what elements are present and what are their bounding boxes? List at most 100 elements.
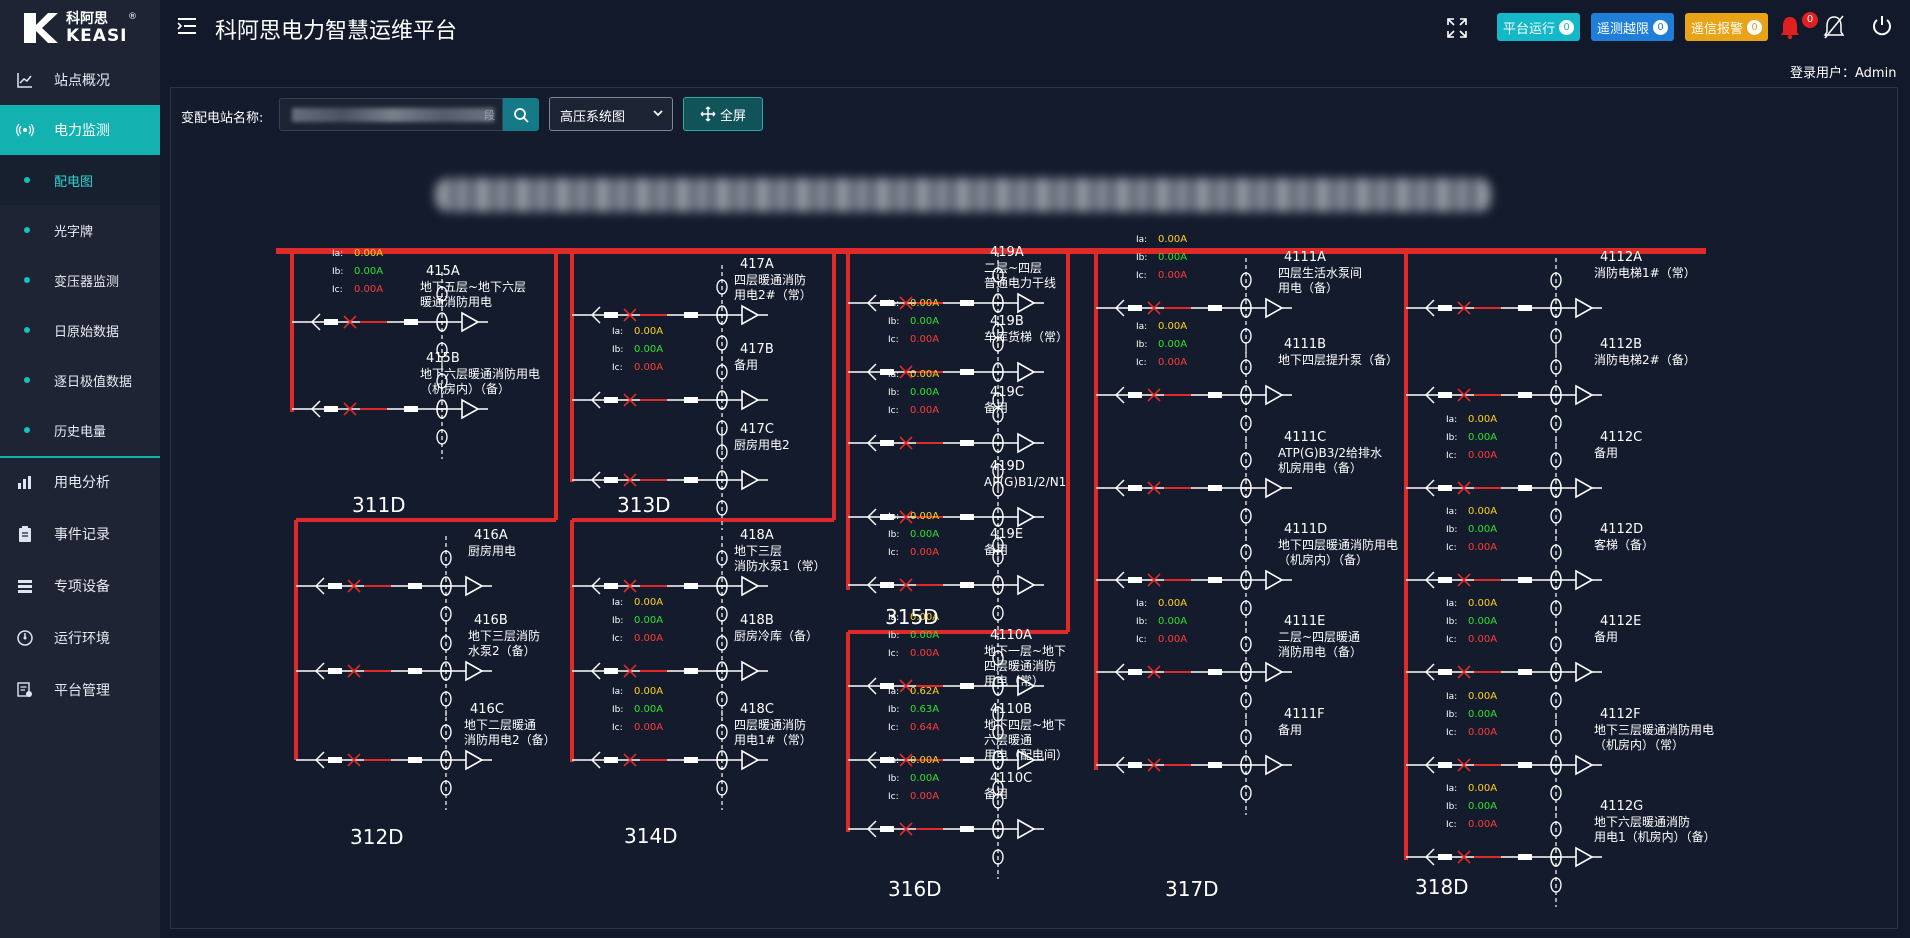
nav-item-runtime-environment[interactable]: 运行环境 (0, 613, 160, 663)
phase-c-label: Ic: (1446, 635, 1457, 645)
breaker-icon (899, 436, 913, 450)
current-transformer-icon (1240, 692, 1252, 708)
nav-item-usage-analysis[interactable]: 用电分析 (0, 457, 160, 507)
current-transformer-icon (1550, 785, 1562, 801)
section-name-label: 313D (617, 493, 671, 517)
load-triangle-icon (1017, 361, 1036, 383)
section-name-label: 312D (350, 825, 404, 849)
feeder-description: 车库货梯（常） (984, 329, 1068, 344)
nav-item-special-equipment[interactable]: 专项设备 (0, 561, 160, 611)
phase-b-current: 0.00A (634, 615, 663, 626)
cable-connector-icon (1114, 299, 1125, 317)
nav-item-label: 电力监测 (54, 123, 110, 139)
breaker-icon (1457, 850, 1471, 864)
alarm-bell-icon[interactable] (1778, 14, 1802, 40)
feeder-code: 4111C (1284, 430, 1326, 445)
sub-item-history-energy[interactable]: 历史电量 (0, 405, 160, 455)
current-transformer-icon (436, 373, 448, 389)
phase-c-label: Ic: (612, 723, 623, 733)
breaker-icon (1147, 665, 1161, 679)
feeder-description: 用电2#（常） (734, 288, 812, 302)
plug-icon (408, 757, 422, 763)
phase-c-label: Ic: (1136, 271, 1147, 281)
sub-item-transformer-monitoring[interactable]: 变压器监测 (0, 255, 160, 305)
plug-icon (960, 440, 974, 446)
app-title: 科阿思电力智慧运维平台 (215, 19, 458, 44)
feeder-code: 416C (470, 702, 504, 717)
feeder-code: 419D (990, 459, 1025, 474)
phase-b-current: 0.00A (910, 387, 939, 398)
logo-cn-text: 科阿思 (66, 10, 108, 27)
feeder-code: 4111E (1284, 614, 1325, 629)
cable-connector-icon (1114, 386, 1125, 404)
phase-b-label: Ib: (332, 267, 343, 277)
mute-bell-icon[interactable] (1822, 14, 1846, 40)
badge-count: 0 (1747, 19, 1763, 35)
search-button[interactable] (503, 98, 539, 131)
load-triangle-icon (1575, 661, 1594, 683)
phase-a-current: 0.00A (910, 612, 939, 623)
feeder-code: 4112F (1600, 707, 1641, 722)
feeder-code: 4111B (1284, 337, 1326, 352)
breaker-icon (899, 365, 913, 379)
plug-icon (1438, 762, 1452, 768)
phase-b-current: 0.00A (1468, 524, 1497, 535)
feeder-code: 419B (990, 314, 1024, 329)
fullscreen-icon[interactable] (1446, 17, 1468, 39)
phase-b-label: Ib: (612, 705, 623, 715)
nav-item-event-log[interactable]: 事件记录 (0, 509, 160, 559)
feeder-description: 地下四层~地下 (984, 718, 1066, 732)
phase-c-label: Ic: (888, 792, 899, 802)
logo[interactable]: 科阿思 KEASI ® (22, 10, 142, 46)
current-transformer-icon (1240, 544, 1252, 560)
phase-b-label: Ib: (888, 774, 899, 784)
feeder-description: 用电（配电间） (984, 748, 1068, 762)
plug-icon (604, 668, 618, 674)
phase-b-current: 0.00A (354, 266, 383, 277)
menu-collapse-icon[interactable] (176, 16, 198, 36)
current-transformer-icon (716, 279, 728, 295)
phase-b-current: 0.63A (910, 704, 939, 715)
phase-c-current: 0.00A (910, 547, 939, 558)
phase-c-current: 0.00A (910, 791, 939, 802)
plug-icon (1518, 854, 1532, 860)
station-name-suffix: 段 (484, 109, 495, 122)
nav-item-platform-management[interactable]: 平台管理 (0, 665, 160, 715)
sub-item-daily-extremes[interactable]: 逐日极值数据 (0, 355, 160, 405)
current-transformer-icon (1550, 272, 1562, 288)
nav-item-power-monitoring[interactable]: 电力监测 (0, 105, 160, 155)
load-triangle-icon (741, 660, 760, 682)
sub-item-daily-raw-data[interactable]: 日原始数据 (0, 305, 160, 355)
current-transformer-icon (992, 650, 1004, 666)
current-transformer-icon (436, 286, 448, 302)
plug-icon (960, 757, 974, 763)
sidebar: 科阿思 KEASI ® 站点概况 电力监测 配电图 光字牌 变压器监测 日原始数… (0, 0, 160, 938)
phase-b-label: Ib: (888, 530, 899, 540)
cable-connector-icon (1424, 756, 1435, 774)
breaker-icon (1147, 388, 1161, 402)
phase-b-label: Ib: (888, 317, 899, 327)
fullscreen-button[interactable]: 全屏 (683, 97, 763, 131)
breaker-icon (623, 664, 637, 678)
plug-icon (880, 514, 894, 520)
phase-c-current: 0.00A (1158, 270, 1187, 281)
phase-a-label: Ia: (1446, 692, 1457, 702)
nav-item-site-overview[interactable]: 站点概况 (0, 55, 160, 105)
breaker-icon (1147, 301, 1161, 315)
phase-a-label: Ia: (888, 512, 899, 522)
phase-a-label: Ia: (612, 687, 623, 697)
phase-c-current: 0.00A (910, 648, 939, 659)
sub-item-annunciator[interactable]: 光字牌 (0, 205, 160, 255)
power-icon[interactable] (1870, 14, 1894, 38)
cable-connector-icon (590, 662, 601, 680)
plug-icon (1518, 669, 1532, 675)
feeder-code: 418B (740, 613, 774, 628)
system-diagram-select[interactable]: 高压系统图 (549, 97, 673, 131)
feeder-description: AP(G)B1/2/N1 (984, 475, 1066, 489)
sub-item-distribution-diagram[interactable]: 配电图 (0, 155, 160, 205)
feeder-code: 4110C (990, 771, 1032, 786)
cable-connector-icon (590, 577, 601, 595)
